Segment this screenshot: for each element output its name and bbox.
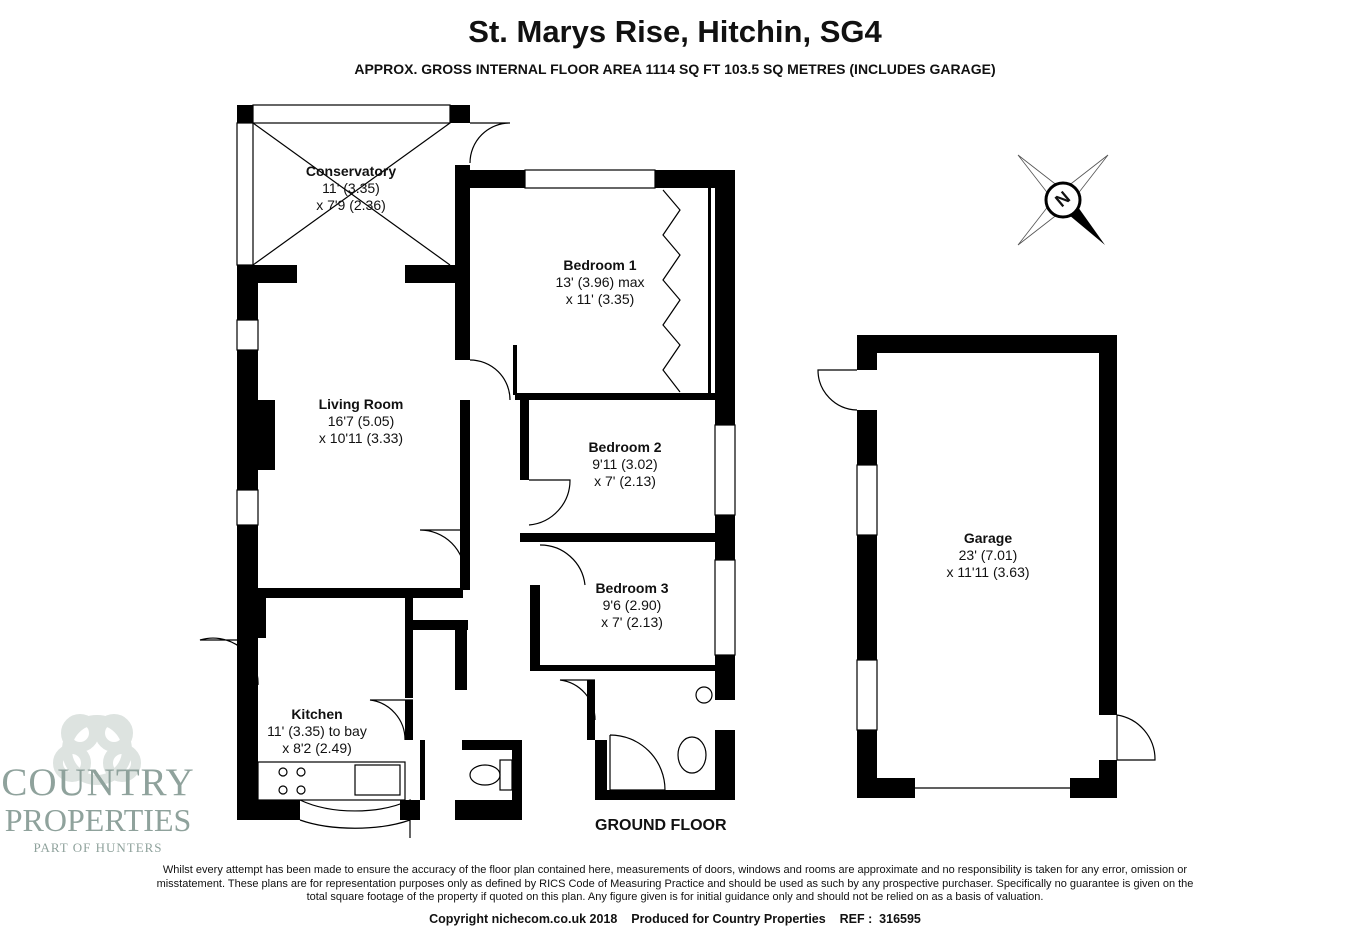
logo-emblem-icon: [53, 714, 141, 785]
room-dim: x 11' (3.35): [565, 291, 635, 307]
logo-line-1: COUNTRY: [1, 761, 195, 804]
compass-icon: [1017, 154, 1109, 246]
room-name: Bedroom 3: [595, 580, 669, 596]
room-dim: x 7' (2.13): [594, 473, 656, 489]
room-dim: 9'6 (2.90): [602, 597, 662, 613]
room-name: Bedroom 2: [588, 439, 662, 455]
room-name: Bedroom 1: [563, 257, 637, 273]
room-name: Kitchen: [291, 706, 343, 722]
room-name: Conservatory: [305, 163, 397, 179]
room-dim: 9'11 (3.02): [592, 456, 658, 472]
disclaimer: Whilst every attempt has been made to en…: [0, 864, 1350, 905]
walls: [237, 105, 1117, 820]
room-dim: x 8'2 (2.49): [282, 740, 352, 756]
disclaimer-text: Whilst every attempt has been made to en…: [156, 864, 1194, 903]
logo-line-2: PROPERTIES: [4, 802, 192, 838]
room-name: Garage: [963, 530, 1013, 546]
room-dim: 13' (3.96) max: [555, 274, 645, 290]
windows-and-doors: [199, 104, 1156, 838]
room-dim: 11' (3.35) to bay: [267, 723, 367, 739]
room-dim: 23' (7.01): [958, 547, 1018, 563]
logo-line-3: PART OF HUNTERS: [33, 840, 163, 855]
room-dim: 11' (3.35): [322, 180, 380, 196]
room-dim: x 7'9 (2.36): [316, 197, 386, 213]
company-logo: COUNTRY PROPERTIES PART OF HUNTERS: [0, 705, 200, 860]
floor-label: GROUND FLOOR: [595, 817, 727, 834]
room-name: Living Room: [318, 396, 404, 412]
room-dim: x 7' (2.13): [601, 614, 663, 630]
room-dim: 16'7 (5.05): [327, 413, 395, 429]
floor-area-subtitle: APPROX. GROSS INTERNAL FLOOR AREA 1114 S…: [354, 61, 996, 77]
room-dim: x 11'11 (3.63): [946, 564, 1030, 580]
plan-title: St. Marys Rise, Hitchin, SG4: [468, 14, 882, 49]
room-dim: x 10'11 (3.33): [318, 430, 404, 446]
copyright-line: Copyright nichecom.co.uk 2018 Produced f…: [429, 912, 921, 926]
